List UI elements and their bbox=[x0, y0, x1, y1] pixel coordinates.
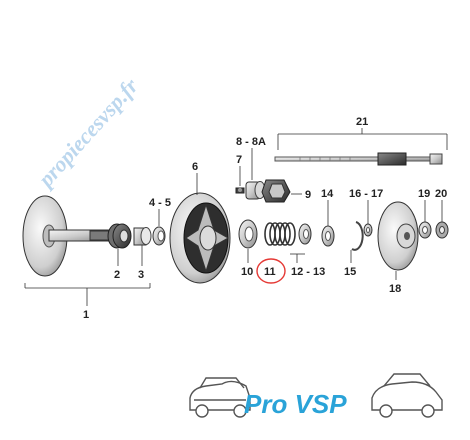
part-3-bushing bbox=[133, 227, 152, 246]
highlight-ring-11 bbox=[256, 258, 286, 284]
leader-lines bbox=[24, 128, 448, 306]
label-15: 15 bbox=[344, 266, 356, 278]
part-20-nut bbox=[435, 221, 449, 239]
label-3: 3 bbox=[138, 269, 144, 281]
part-14-washer bbox=[321, 225, 335, 247]
part-19-washer bbox=[418, 221, 432, 239]
label-6: 6 bbox=[192, 161, 198, 173]
label-10: 10 bbox=[241, 266, 253, 278]
label-7: 7 bbox=[236, 154, 242, 166]
label-11: 11 bbox=[264, 266, 276, 278]
label-12-13: 12 - 13 bbox=[291, 266, 325, 278]
part-9-slider bbox=[261, 179, 291, 203]
part-4-5-ring bbox=[152, 226, 166, 246]
label-20: 20 bbox=[435, 188, 447, 200]
brand-logo-text: Pro VSP bbox=[244, 389, 347, 419]
part-11-spring bbox=[264, 222, 296, 246]
logo-left-car-icon bbox=[189, 377, 251, 418]
label-21: 21 bbox=[356, 116, 368, 128]
part-1-fixed-pulley bbox=[22, 195, 113, 277]
part-18-movable-pulley bbox=[377, 201, 419, 271]
label-9: 9 bbox=[305, 189, 311, 201]
logo-right-car-icon bbox=[371, 373, 443, 418]
label-4-5: 4 - 5 bbox=[149, 197, 171, 209]
label-8-8a: 8 - 8A bbox=[236, 136, 266, 148]
label-18: 18 bbox=[389, 283, 401, 295]
label-16-17: 16 - 17 bbox=[349, 188, 383, 200]
label-19: 19 bbox=[418, 188, 430, 200]
label-14: 14 bbox=[321, 188, 334, 200]
label-1: 1 bbox=[83, 309, 89, 321]
part-2-needle-bearing bbox=[107, 223, 132, 249]
part-16-17-washer bbox=[363, 223, 373, 237]
part-12-13-washer bbox=[298, 223, 312, 245]
part-21-long-bolt bbox=[274, 152, 443, 166]
label-2: 2 bbox=[114, 269, 120, 281]
part-7-pin bbox=[235, 187, 245, 194]
part-10-washer bbox=[238, 219, 258, 249]
part-15-circlip bbox=[351, 221, 364, 251]
watermark-text: propiecesvsp.fr bbox=[32, 73, 143, 193]
part-6-variator-plate bbox=[169, 192, 231, 284]
